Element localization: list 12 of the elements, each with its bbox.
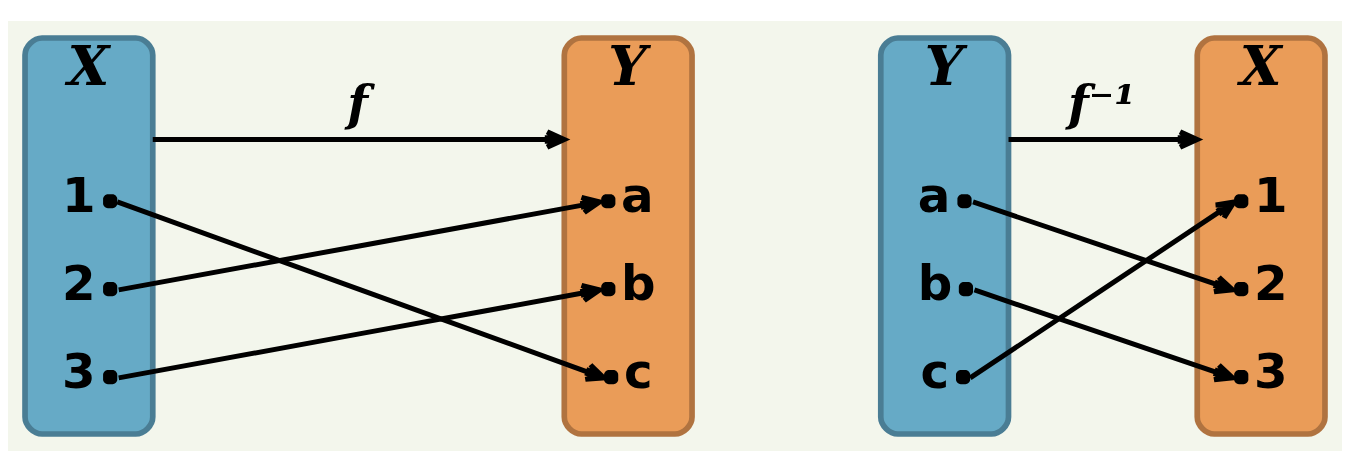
node-label: 1 — [61, 167, 96, 224]
node-label: c — [920, 343, 950, 400]
node-label: a — [621, 167, 654, 224]
node-label: b — [621, 255, 656, 312]
node-label: c — [623, 343, 653, 400]
node-label: a — [917, 167, 951, 224]
node-label: 1 — [1254, 167, 1288, 224]
node-label: 2 — [61, 255, 96, 312]
node-label: b — [917, 255, 953, 312]
node-label: 2 — [1254, 255, 1288, 312]
node-label: 3 — [61, 343, 96, 400]
node-label: 3 — [1254, 343, 1288, 400]
